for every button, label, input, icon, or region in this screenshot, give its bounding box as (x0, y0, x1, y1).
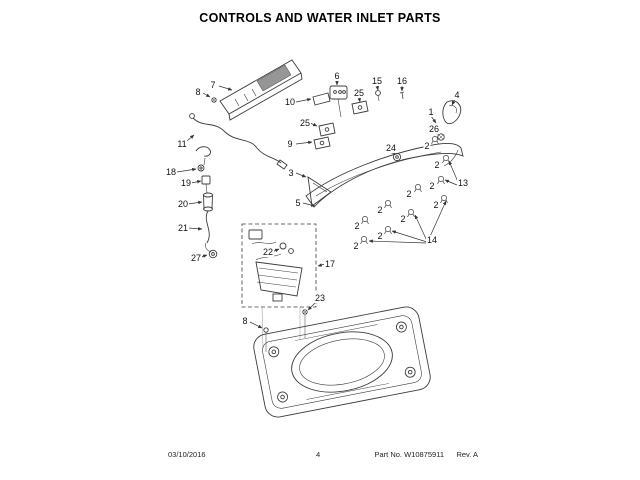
callout-23: 23 (313, 293, 327, 303)
footer-date: 03/10/2016 (168, 450, 206, 459)
callout-16: 16 (395, 76, 409, 86)
callout-5: 5 (294, 198, 302, 208)
callout-2: 2 (433, 160, 441, 170)
callout-24: 24 (384, 143, 398, 153)
footer-revision: Rev. A (456, 450, 478, 459)
callout-22: 22 (261, 247, 275, 257)
callout-25: 25 (298, 118, 312, 128)
footer-page-number: 4 (316, 450, 321, 459)
page-footer: 03/10/2016 4 Part No. W10875911 Rev. A (0, 450, 640, 464)
callout-20: 20 (176, 199, 190, 209)
callout-2: 2 (352, 241, 360, 251)
callout-21: 21 (176, 223, 190, 233)
callout-17: 17 (323, 259, 337, 269)
footer-part-number: Part No. W10875911 (374, 450, 445, 459)
callout-4: 4 (453, 90, 461, 100)
callout-11: 11 (176, 139, 188, 149)
callout-14: 14 (425, 235, 439, 245)
callout-8: 8 (194, 87, 202, 97)
wire-harness-art (189, 113, 288, 170)
page-title: CONTROLS AND WATER INLET PARTS (199, 11, 441, 25)
callout-3: 3 (287, 168, 295, 178)
control-panel-art (211, 59, 303, 121)
water-inlet-parts-art (195, 146, 218, 259)
clip-parts-art (360, 136, 450, 245)
washer-top-panel-art (253, 306, 431, 418)
callout-18: 18 (164, 167, 178, 177)
callout-9: 9 (286, 139, 294, 149)
bracket-art (437, 100, 462, 141)
callout-1: 1 (427, 107, 435, 117)
callout-2: 2 (423, 141, 431, 151)
callout-19: 19 (179, 178, 193, 188)
callout-10: 10 (283, 97, 297, 107)
callout-8: 8 (241, 316, 249, 326)
dispenser-assembly-art (241, 223, 317, 308)
callout-2: 2 (353, 221, 361, 231)
callout-26: 26 (427, 124, 441, 134)
callout-15: 15 (370, 76, 384, 86)
callout-25: 25 (352, 88, 366, 98)
callout-27: 27 (189, 253, 203, 263)
callout-2: 2 (376, 231, 384, 241)
callout-7: 7 (209, 80, 217, 90)
callout-2: 2 (428, 181, 436, 191)
console-top-panel-art (305, 143, 464, 208)
console-switch-parts-art (312, 85, 405, 150)
callout-2: 2 (405, 189, 413, 199)
callout-2: 2 (399, 214, 407, 224)
callout-2: 2 (376, 205, 384, 215)
callout-2: 2 (432, 200, 440, 210)
callout-13: 13 (456, 178, 470, 188)
callout-6: 6 (333, 71, 341, 81)
